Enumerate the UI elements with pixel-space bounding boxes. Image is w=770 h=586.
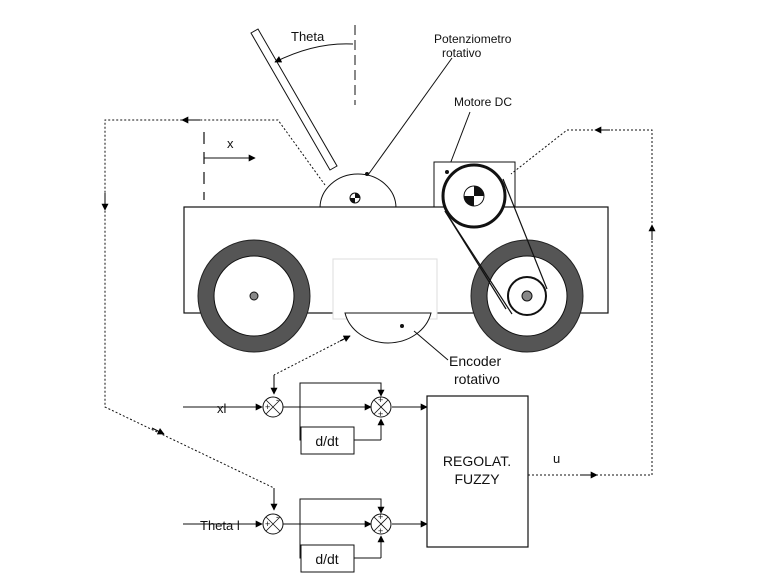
derivative-block-bottom-label: d/dt	[315, 551, 338, 567]
encoder-label-2: rotativo	[454, 371, 500, 387]
xl-input-label: xl	[217, 401, 227, 416]
fuzzy-controller-label-2: FUZZY	[454, 471, 500, 487]
encoder-label: Encoder	[449, 353, 501, 369]
theta-angle-arc	[274, 43, 354, 63]
sum4-sign-b: +	[378, 526, 383, 536]
theta-l-input-label: Theta l	[200, 518, 240, 533]
cart-window	[332, 258, 438, 320]
drive-belt	[444, 178, 548, 315]
encoder-body	[344, 312, 432, 344]
fuzzy-controller-label-1: REGOLAT.	[443, 453, 511, 469]
feedback-arrows	[101, 116, 656, 511]
potenziometro-label: Potenziometro	[434, 32, 512, 46]
top-branch-lines	[283, 382, 428, 441]
sum2-sign-a: +	[378, 395, 383, 405]
potentiometer-dot	[365, 172, 369, 176]
pendulum	[250, 28, 338, 171]
x-label: x	[227, 136, 234, 151]
encoder-leader	[413, 330, 449, 361]
encoder-dot	[400, 324, 404, 328]
left-wheel-hub-icon	[249, 291, 259, 301]
sum1-sign-a: +	[265, 402, 270, 412]
potenziometro-leader	[367, 57, 453, 176]
u-output-label: u	[553, 451, 560, 466]
right-wheel-hub-icon	[521, 290, 533, 302]
sum1-sign-b: -	[276, 395, 279, 405]
sum3-sign-a: +	[265, 519, 270, 529]
motore-label: Motore DC	[454, 95, 512, 109]
theta-label: Theta	[291, 29, 325, 44]
motor-dot	[445, 170, 449, 174]
potentiometer-body	[319, 173, 397, 209]
sum3-sign-b: -	[276, 512, 279, 522]
derivative-block-top	[300, 426, 355, 455]
feedback-lines	[104, 119, 653, 489]
sum4-sign-a: +	[378, 512, 383, 522]
fuzzy-controller-block	[426, 395, 529, 548]
derivative-block-top-label: d/dt	[315, 433, 338, 449]
derivative-block-bottom	[300, 544, 355, 573]
potenziometro-label-2: rotativo	[442, 46, 482, 60]
sum2-sign-b: +	[378, 409, 383, 419]
